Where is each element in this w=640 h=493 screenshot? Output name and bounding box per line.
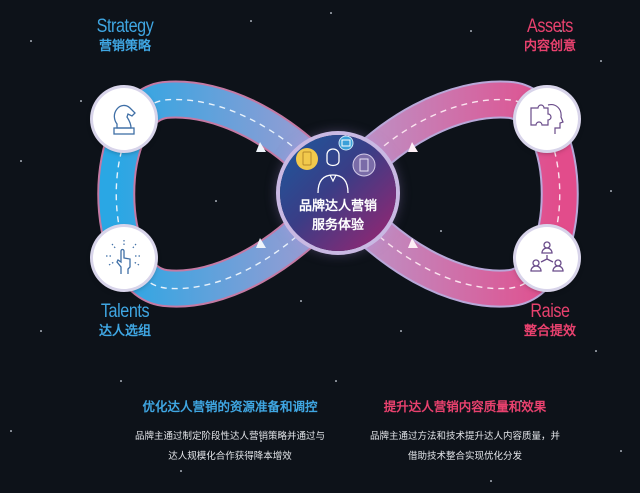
bottom-right-section: 提升达人营销内容质量和效果 品牌主通过方法和技术提升达人内容质量，并 借助技术整… <box>345 396 585 467</box>
assets-label: Assets 内容创意 <box>505 16 595 56</box>
bottom-left-line2: 达人规模化合作获得降本增效 <box>168 451 292 462</box>
arrow-icon <box>256 238 266 248</box>
arrow-icon <box>256 142 266 152</box>
strategy-node <box>93 88 155 150</box>
pointing-hand-icon <box>106 240 142 274</box>
arrow-icon <box>408 142 418 152</box>
bottom-right-line2: 借助技术整合实现优化分发 <box>407 451 522 462</box>
raise-label: Raise 整合提效 <box>505 301 595 341</box>
bottom-right-line1: 品牌主通过方法和技术提升达人内容质量，并 <box>369 431 560 442</box>
arrow-icon <box>408 238 418 248</box>
bottom-left-line1: 品牌主通过制定阶段性达人营销策略并通过与 <box>134 431 325 442</box>
chess-knight-icon <box>113 104 136 135</box>
talents-title: Talents <box>100 301 150 322</box>
talents-subtitle: 达人选组 <box>98 324 151 339</box>
influencer-icon <box>296 135 376 194</box>
assets-title: Assets <box>527 16 573 37</box>
people-network-icon <box>530 241 564 272</box>
center-title-line2: 服务体验 <box>311 218 364 233</box>
strategy-subtitle: 营销策略 <box>98 39 151 54</box>
assets-node <box>516 88 578 150</box>
strategy-label: Strategy 营销策略 <box>80 16 170 56</box>
strategy-title: Strategy <box>96 16 154 37</box>
center-title: 品牌达人营销 服务体验 <box>280 197 396 235</box>
raise-subtitle: 整合提效 <box>523 324 576 339</box>
center-title-line1: 品牌达人营销 <box>298 199 377 214</box>
assets-subtitle: 内容创意 <box>523 39 576 54</box>
bottom-left-section: 优化达人营销的资源准备和调控 品牌主通过制定阶段性达人营销策略并通过与 达人规模… <box>110 396 350 467</box>
bottom-left-heading: 优化达人营销的资源准备和调控 <box>142 399 318 414</box>
talents-node <box>93 227 155 289</box>
bottom-right-heading: 提升达人营销内容质量和效果 <box>383 399 547 414</box>
puzzle-head-icon <box>530 104 564 134</box>
center-hub: 品牌达人营销 服务体验 <box>280 135 396 251</box>
raise-title: Raise <box>530 301 570 322</box>
talents-label: Talents 达人选组 <box>80 301 170 341</box>
raise-node <box>516 227 578 289</box>
